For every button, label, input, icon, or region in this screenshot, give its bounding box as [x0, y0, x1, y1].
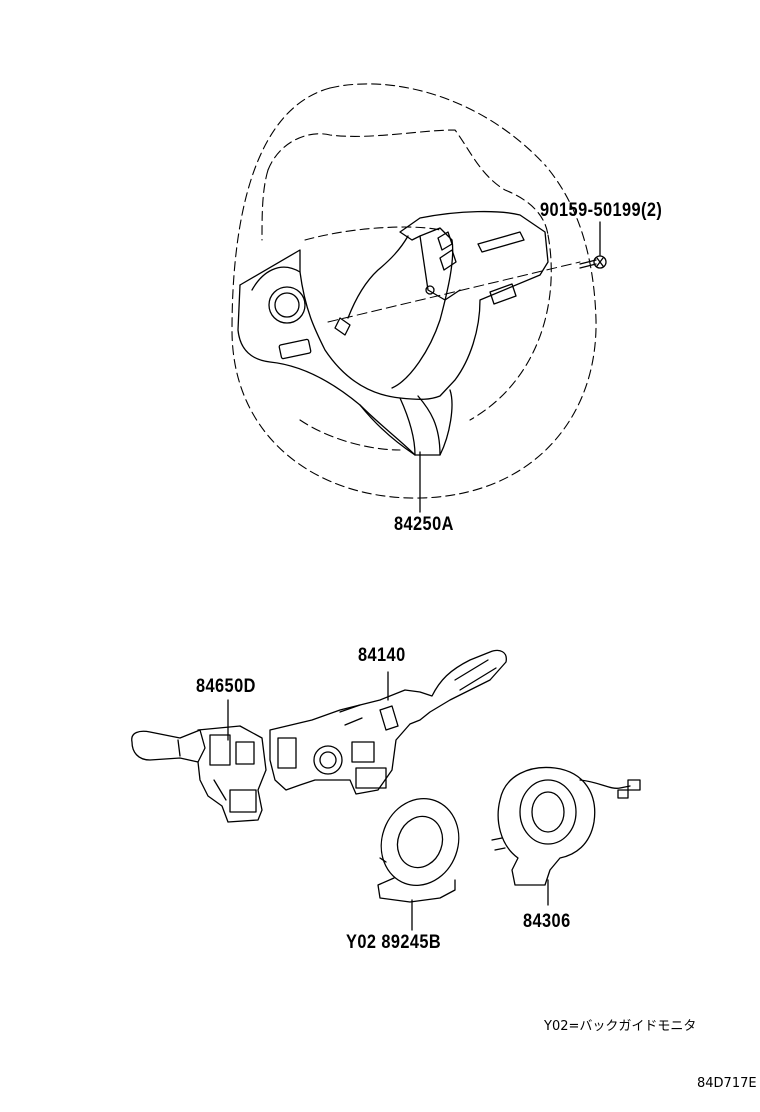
screw-part: [579, 255, 607, 269]
screw-part-number: 90159-50199(2): [540, 200, 663, 221]
steering-pad-assembly: [237, 210, 549, 456]
steering-pad-part-number: 84250A: [394, 514, 454, 535]
spiral-cable-part: [491, 766, 641, 886]
sensor-part-number: Y02 89245B: [346, 932, 442, 953]
steering-sensor-part: [377, 798, 460, 903]
wiper-switch-part-number: 84650D: [196, 676, 256, 697]
spiral-cable-part-number: 84306: [523, 911, 571, 932]
illustration-code: 84D717E: [697, 1076, 757, 1091]
steering-wheel-outline: [231, 83, 597, 499]
wiper-switch-part: [131, 725, 267, 823]
screw-leader-dashed: [327, 261, 581, 323]
footnote: Y02=バックガイドモニタ: [544, 1019, 697, 1034]
combination-switch-part: [269, 649, 507, 795]
combination-switch-part-number: 84140: [358, 645, 406, 666]
